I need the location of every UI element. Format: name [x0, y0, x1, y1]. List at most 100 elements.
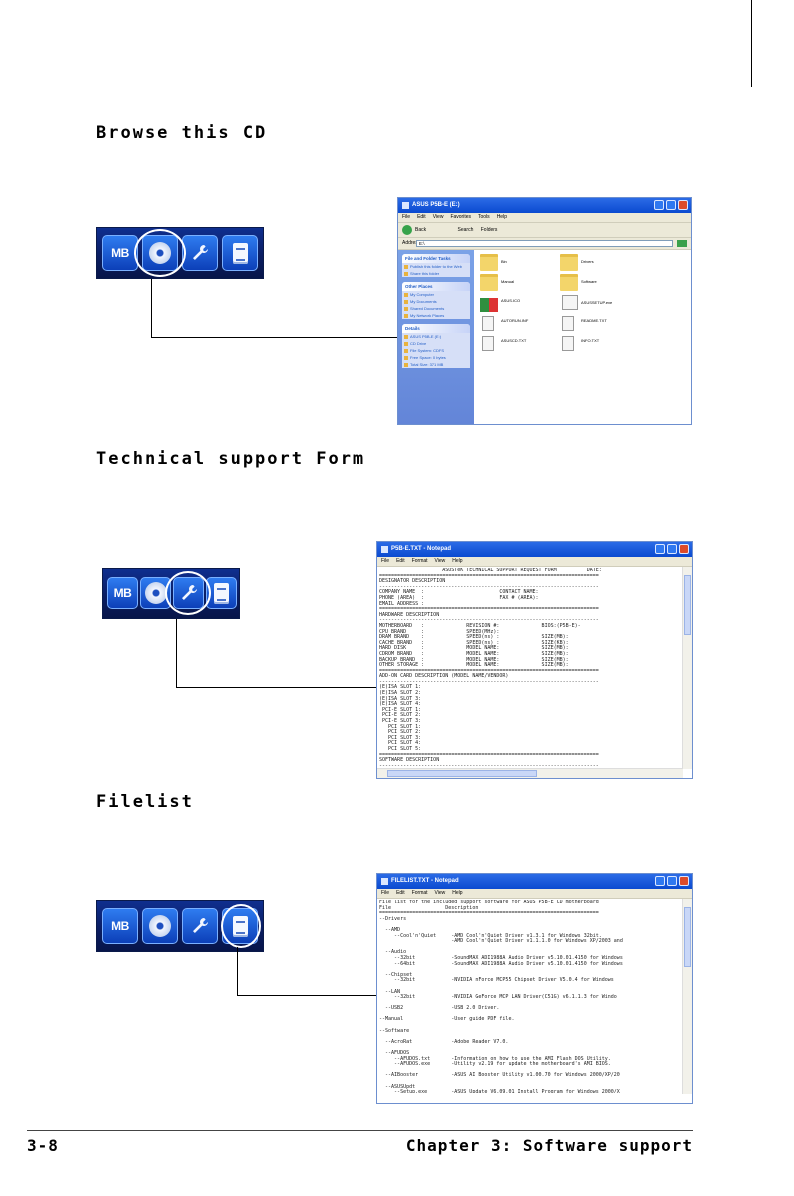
app-icon[interactable] [562, 295, 578, 310]
section-heading-tech-support: Technical support Form [96, 449, 366, 469]
notepad-text-area[interactable]: File list for the included support softw… [379, 900, 682, 1093]
text-line: ASUSTeK TECHNICAL SUPPORT REQUEST FORM D… [379, 568, 602, 573]
window-titlebar: FILELIST.TXT - Notepad [377, 874, 692, 889]
menu-help[interactable]: Help [452, 558, 463, 564]
filelist-button[interactable] [222, 235, 258, 271]
menu-help[interactable]: Help [496, 214, 507, 220]
text-file-icon[interactable] [482, 336, 494, 351]
task-panel-title: Details [402, 324, 470, 333]
task-item[interactable]: My Computer [402, 291, 470, 298]
file-label[interactable]: ASUSCD.TXT [501, 338, 527, 343]
text-line: OTHER STORAGE : MODEL NAME: SIZE(MB): [379, 662, 569, 669]
menu-edit[interactable]: Edit [417, 214, 426, 220]
tech-support-button[interactable] [182, 908, 218, 944]
file-label[interactable]: README.TXT [581, 318, 607, 323]
text-line: ========================================… [379, 606, 599, 613]
maximize-button[interactable] [667, 544, 677, 554]
file-label[interactable]: Bin [501, 259, 507, 264]
menu-file[interactable]: File [381, 558, 390, 564]
file-label[interactable]: Manual [501, 279, 515, 284]
address-input[interactable]: E:\ [416, 240, 673, 247]
folder-icon[interactable] [560, 274, 578, 291]
text-line: --AFUDOS.txt -Information on how to use … [379, 1055, 611, 1062]
text-line: --64bit -SoundMAX ADI1988A Audio Driver … [379, 960, 623, 967]
asus-cd-toolbar: MB [96, 900, 264, 952]
close-button[interactable] [679, 544, 689, 554]
text-line: --Audio [379, 949, 407, 956]
menu-file[interactable]: File [402, 214, 411, 220]
task-item[interactable]: Share this folder [402, 270, 470, 277]
text-line: CPU BRAND : SPEED(MHz): [379, 628, 500, 635]
text-line: SOFTWARE DESCRIPTION [379, 757, 440, 764]
document-icon [214, 582, 229, 604]
maximize-button[interactable] [667, 876, 677, 886]
task-item[interactable]: Shared Documents [402, 305, 470, 312]
horizontal-scrollbar[interactable] [377, 768, 683, 778]
minimize-button[interactable] [655, 876, 665, 886]
menu-favorites[interactable]: Favorites [450, 214, 471, 220]
menu-help[interactable]: Help [452, 890, 463, 896]
mb-button[interactable]: MB [107, 577, 138, 609]
back-icon[interactable] [402, 224, 412, 235]
wrench-icon [193, 245, 208, 260]
maximize-button[interactable] [666, 200, 676, 210]
vertical-scrollbar[interactable] [682, 899, 692, 1094]
notepad-text-area[interactable]: ASUSTeK TECHNICAL SUPPORT REQUEST FORM D… [379, 568, 682, 768]
page-number: 3-8 [27, 1136, 59, 1155]
task-pane: File and Folder Tasks Publish this folde… [398, 250, 474, 424]
task-item[interactable]: Publish this folder to the Web [402, 263, 470, 270]
close-button[interactable] [678, 200, 688, 210]
menu-edit[interactable]: Edit [396, 558, 405, 564]
ico-file-icon[interactable] [480, 298, 498, 312]
minimize-button[interactable] [654, 200, 664, 210]
text-line: HARDWARE DESCRIPTION [379, 611, 440, 618]
minimize-button[interactable] [655, 544, 665, 554]
go-button[interactable] [677, 240, 687, 247]
menu-format[interactable]: Format [411, 890, 428, 896]
text-line: --AFUDOS [379, 1050, 410, 1057]
vertical-scrollbar[interactable] [682, 567, 692, 769]
menu-file[interactable]: File [381, 890, 390, 896]
file-label[interactable]: AUTORUN.INF [501, 318, 529, 323]
text-line: MOTHERBOARD : REVISION #: BIOS:(P5B-E)- [379, 622, 581, 629]
setup-file-icon[interactable] [482, 316, 494, 331]
back-button[interactable]: Back [415, 227, 427, 233]
folder-icon[interactable] [480, 274, 498, 291]
menu-format[interactable]: Format [411, 558, 428, 564]
menu-view[interactable]: View [432, 214, 444, 220]
file-label[interactable]: ASUS.ICO [501, 298, 521, 303]
notepad-icon [381, 546, 388, 553]
text-line: --32bit -NVIDIA GeForce MCP LAN Driver(C… [379, 994, 617, 1001]
text-line: HARD DISK : MODEL NAME: SIZE(MB): [379, 645, 569, 652]
file-label[interactable]: Drivers [581, 259, 594, 264]
menu-view[interactable]: View [434, 558, 446, 564]
detail-item: CD Drive [402, 340, 470, 347]
folder-icon[interactable] [560, 254, 578, 271]
mb-button[interactable]: MB [102, 908, 138, 944]
folders-button[interactable]: Folders [480, 227, 498, 233]
menu-edit[interactable]: Edit [396, 890, 405, 896]
text-line: --Software [379, 1027, 410, 1034]
mb-button[interactable]: MB [102, 235, 138, 271]
detail-item: Free Space: 0 bytes [402, 354, 470, 361]
file-label[interactable]: ASUSSETUP.exe [581, 300, 613, 305]
chapter-title: Chapter 3: Software support [405, 1136, 693, 1155]
menu-view[interactable]: View [434, 890, 446, 896]
text-line: ADD-ON CARD DESCRIPTION (MODEL NAME/VEND… [379, 673, 509, 680]
task-item[interactable]: My Network Places [402, 312, 470, 319]
folder-icon[interactable] [480, 254, 498, 271]
text-line: CACHE BRAND : SPEED(ns) : SIZE(KB): [379, 639, 569, 646]
text-line: PCI SLOT 3: [379, 734, 422, 741]
text-file-icon[interactable] [562, 336, 574, 351]
task-item[interactable]: My Documents [402, 298, 470, 305]
text-file-icon[interactable] [562, 316, 574, 331]
close-button[interactable] [679, 876, 689, 886]
menu-tools[interactable]: Tools [478, 214, 490, 220]
menu-bar: File Edit Format View Help [377, 557, 692, 567]
browse-cd-button[interactable] [142, 908, 178, 944]
search-button[interactable]: Search [457, 227, 474, 233]
file-label[interactable]: INFO.TXT [581, 338, 600, 343]
mb-label: MB [111, 919, 129, 933]
file-label[interactable]: Software [581, 279, 597, 284]
tech-support-button[interactable] [182, 235, 218, 271]
